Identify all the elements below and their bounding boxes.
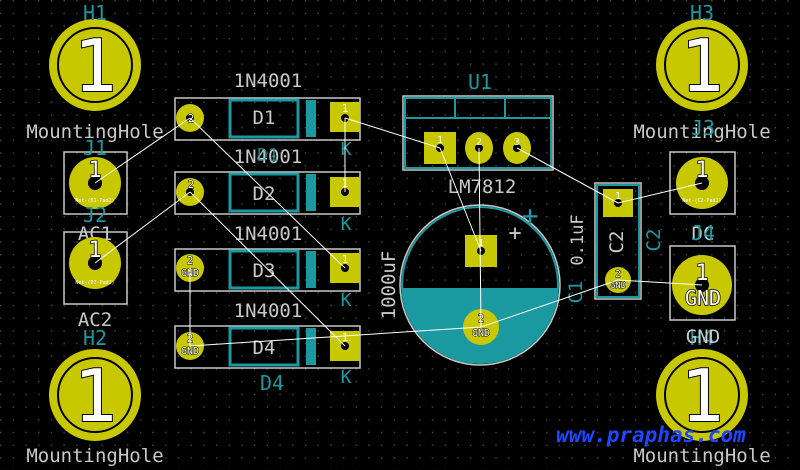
capacitor-c2[interactable]: 1 2 GND C2 0.1uF C2 [568,182,665,300]
pin-number: 1 [437,135,443,146]
net-label: Net-(C2-Pad1) [682,198,721,204]
reference-label: D2 [253,183,276,205]
mounting-hole-h3[interactable]: 1 H3 MountingHole [633,1,770,143]
value-label: 1N4001 [234,70,303,92]
pad-number: 1 [615,191,621,202]
pad-net-label: GND [472,328,490,339]
net-label: Net-(D1-Pad2) [75,198,114,204]
mounting-hole-h4[interactable]: 1 H4 MountingHole [633,326,770,467]
reference-label: C2 [643,229,665,252]
value-label: AC2 [78,309,112,331]
reference-label: H4 [690,326,714,350]
pad-net-label: GND [610,281,626,291]
mounting-hole-h1[interactable]: 1 H1 MountingHole [26,1,163,143]
polarity-silk-label: + [522,199,539,232]
value-label: MountingHole [26,121,163,143]
value-label: GND [686,326,720,348]
polarity-fab-label: + [508,221,521,246]
reference-label: H3 [690,1,714,25]
pad-number: 1 [73,24,116,108]
reference-label: U1 [468,70,492,94]
value-label: 1000uF [378,251,400,320]
reference-label: D3 [253,260,276,282]
value-label: 1N4001 [234,223,303,245]
pad-number: 2 [188,178,195,191]
net-label: Net-(D2-Pad2) [75,280,114,286]
reference-label: D4 [253,337,276,359]
reference-fab-label: D4 [260,371,284,395]
diode-d4[interactable]: 1N4001 D4 2 GND 1 K D4 [174,300,361,395]
connector-j1[interactable]: J1 1 Net-(D1-Pad2) AC1 [63,136,128,245]
pad-number: 1 [680,354,723,438]
cathode-label: K [341,214,352,235]
pad-net-label: GND [181,346,199,357]
ratsnest [94,117,703,347]
reference-label: J3 [691,116,715,140]
pin-number: 3 [514,137,520,148]
pad-number: 1 [478,238,484,249]
pad-number: 1 [680,24,723,108]
reference-label: J4 [691,221,715,245]
pad-number: 1 [695,158,708,183]
reference-label: C1 [565,281,587,304]
pad-number: 1 [695,261,708,286]
reference-label: H1 [83,1,107,25]
pin-number: 2 [476,137,482,148]
value-label: MountingHole [26,445,163,467]
value-label: MountingHole [633,445,770,467]
reference-label: D1 [253,107,276,129]
value-label: 1N4001 [234,146,303,168]
pad-number: 1 [342,102,349,115]
pad-number: 2 [615,269,621,280]
pad-number: 1 [88,238,101,263]
cathode-label: K [341,290,352,311]
reference-label: H2 [83,326,107,350]
value-label: LM7812 [448,176,517,198]
reference-label: J1 [83,136,107,160]
pad-number: 1 [88,158,101,183]
reference-fab-label: C2 [606,231,628,254]
pad-net-label: GND [685,286,721,310]
value-label: 0.1uF [568,214,588,265]
pad-number: 1 [342,331,349,344]
reference-ghost: D1 [257,145,279,166]
cathode-label: K [341,139,352,160]
value-label: 1N4001 [234,300,303,322]
value-label: MountingHole [633,121,770,143]
value-label: DC [692,223,715,245]
mounting-hole-h2[interactable]: 1 H2 MountingHole [26,326,163,467]
pad-number: 1 [73,354,116,438]
pad-number: 1 [342,253,349,266]
watermark-text: www.praphas.com [556,423,746,447]
reference-label: J2 [83,203,107,227]
cathode-label: K [341,367,352,388]
pad-number: 2 [187,254,194,267]
